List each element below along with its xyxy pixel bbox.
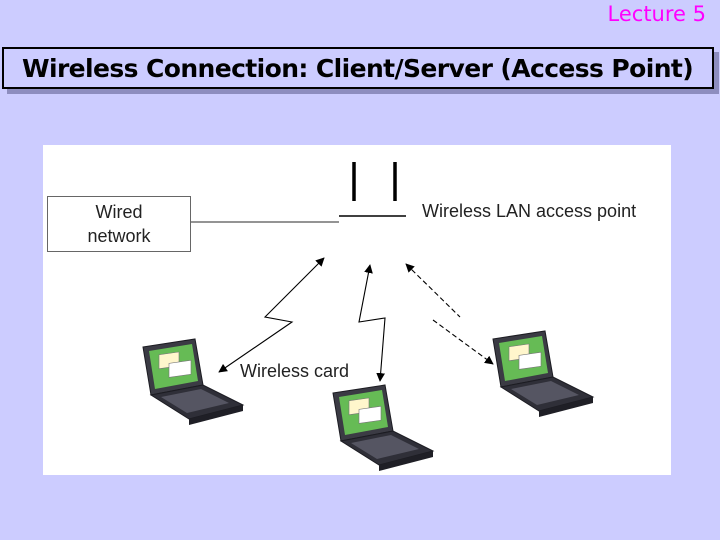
slide-title: Wireless Connection: Client/Server (Acce… [22, 53, 694, 83]
wired-network-label-line1: Wired [95, 202, 143, 222]
wireless-link-right-lower [432, 319, 494, 365]
laptop-right-icon [492, 330, 594, 418]
wireless-link-left [218, 257, 325, 373]
wireless-link-center [358, 264, 386, 382]
network-diagram: Wired network Wireless LAN access point … [43, 145, 671, 475]
diagram-graphics [142, 162, 594, 472]
wired-network-box: Wired network [47, 196, 191, 252]
access-point-label: Wireless LAN access point [422, 201, 637, 221]
title-box: Wireless Connection: Client/Server (Acce… [2, 47, 714, 89]
wireless-card-label: Wireless card [240, 361, 350, 381]
lecture-number: Lecture 5 [607, 2, 706, 26]
laptop-center-icon [332, 384, 434, 472]
wireless-link-right-upper [405, 263, 461, 318]
laptop-left-icon [142, 338, 244, 426]
wired-network-label-line2: network [87, 226, 151, 246]
